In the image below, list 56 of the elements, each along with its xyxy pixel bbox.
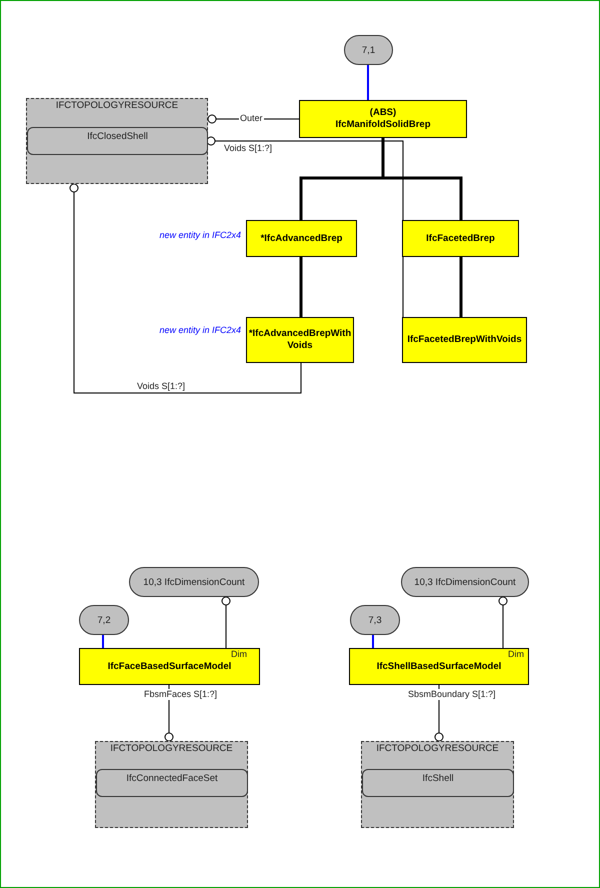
attribute-connector bbox=[206, 136, 404, 318]
entity-box bbox=[246, 220, 357, 257]
attribute-connector bbox=[222, 596, 230, 648]
connector-line bbox=[367, 65, 369, 100]
entity-name: (ABS) bbox=[370, 107, 396, 119]
subtype-line bbox=[300, 257, 302, 317]
entity-name: IfcManifoldSolidBrep bbox=[336, 119, 430, 131]
edge-label: Dim bbox=[507, 649, 525, 660]
entity-name: 10,3 IfcDimensionCount bbox=[143, 576, 245, 588]
entity-reference-box bbox=[96, 769, 248, 797]
edge-label: Outer bbox=[239, 113, 264, 124]
schema-group-box bbox=[95, 741, 248, 828]
entity-name: IfcClosedShell bbox=[87, 131, 148, 142]
reference-pill bbox=[79, 605, 129, 635]
entity-name: 7,2 bbox=[97, 614, 111, 626]
entity-name: IfcConnectedFaceSet bbox=[126, 773, 218, 784]
entity-name: IFCTOPOLOGYRESOURCE bbox=[376, 743, 499, 754]
annotation-note: new entity in IFC2x4 bbox=[158, 325, 241, 335]
schema-group-box bbox=[26, 98, 208, 184]
subtype-line bbox=[382, 138, 462, 220]
entity-box bbox=[246, 317, 354, 363]
attribute-connector bbox=[498, 596, 508, 648]
entity-reference-box bbox=[27, 127, 208, 155]
edge-label: Dim bbox=[230, 649, 248, 660]
edge-label: Voids S[1:?] bbox=[136, 381, 186, 392]
connector-line bbox=[102, 635, 104, 648]
entity-reference-box bbox=[362, 769, 514, 797]
entity-box bbox=[299, 100, 467, 138]
entity-name: IFCTOPOLOGYRESOURCE bbox=[110, 743, 233, 754]
entity-name: IfcShell bbox=[422, 773, 454, 784]
reference-pill bbox=[350, 605, 400, 635]
entity-name: 7,3 bbox=[368, 614, 382, 626]
entity-name: *IfcAdvancedBrep bbox=[260, 232, 342, 244]
entity-box bbox=[402, 317, 527, 363]
entity-name: *IfcAdvancedBrepWith Voids bbox=[248, 328, 352, 352]
entity-box bbox=[79, 648, 260, 685]
entity-name: 10,3 IfcDimensionCount bbox=[414, 576, 516, 588]
entity-name: IfcFacetedBrep bbox=[426, 232, 495, 244]
annotation-note: new entity in IFC2x4 bbox=[158, 230, 241, 240]
reference-pill bbox=[129, 567, 259, 597]
edge-label: FbsmFaces S[1:?] bbox=[143, 689, 218, 700]
entity-name: IfcShellBasedSurfaceModel bbox=[376, 660, 502, 672]
reference-pill bbox=[401, 567, 529, 597]
schema-group-box bbox=[361, 741, 514, 828]
entity-box bbox=[402, 220, 519, 257]
attribute-connector bbox=[70, 184, 302, 394]
entity-name: IfcFaceBasedSurfaceModel bbox=[108, 660, 232, 672]
connector-line bbox=[372, 635, 374, 648]
reference-pill bbox=[344, 35, 393, 65]
entity-name: 7,1 bbox=[362, 44, 376, 56]
edge-label: SbsmBoundary S[1:?] bbox=[407, 689, 497, 700]
edge-label: Voids S[1:?] bbox=[223, 143, 274, 154]
subtype-line bbox=[460, 257, 462, 317]
entity-name: IfcFacetedBrepWithVoids bbox=[407, 334, 522, 346]
entity-name: IFCTOPOLOGYRESOURCE bbox=[56, 100, 178, 111]
entity-box bbox=[349, 648, 529, 685]
